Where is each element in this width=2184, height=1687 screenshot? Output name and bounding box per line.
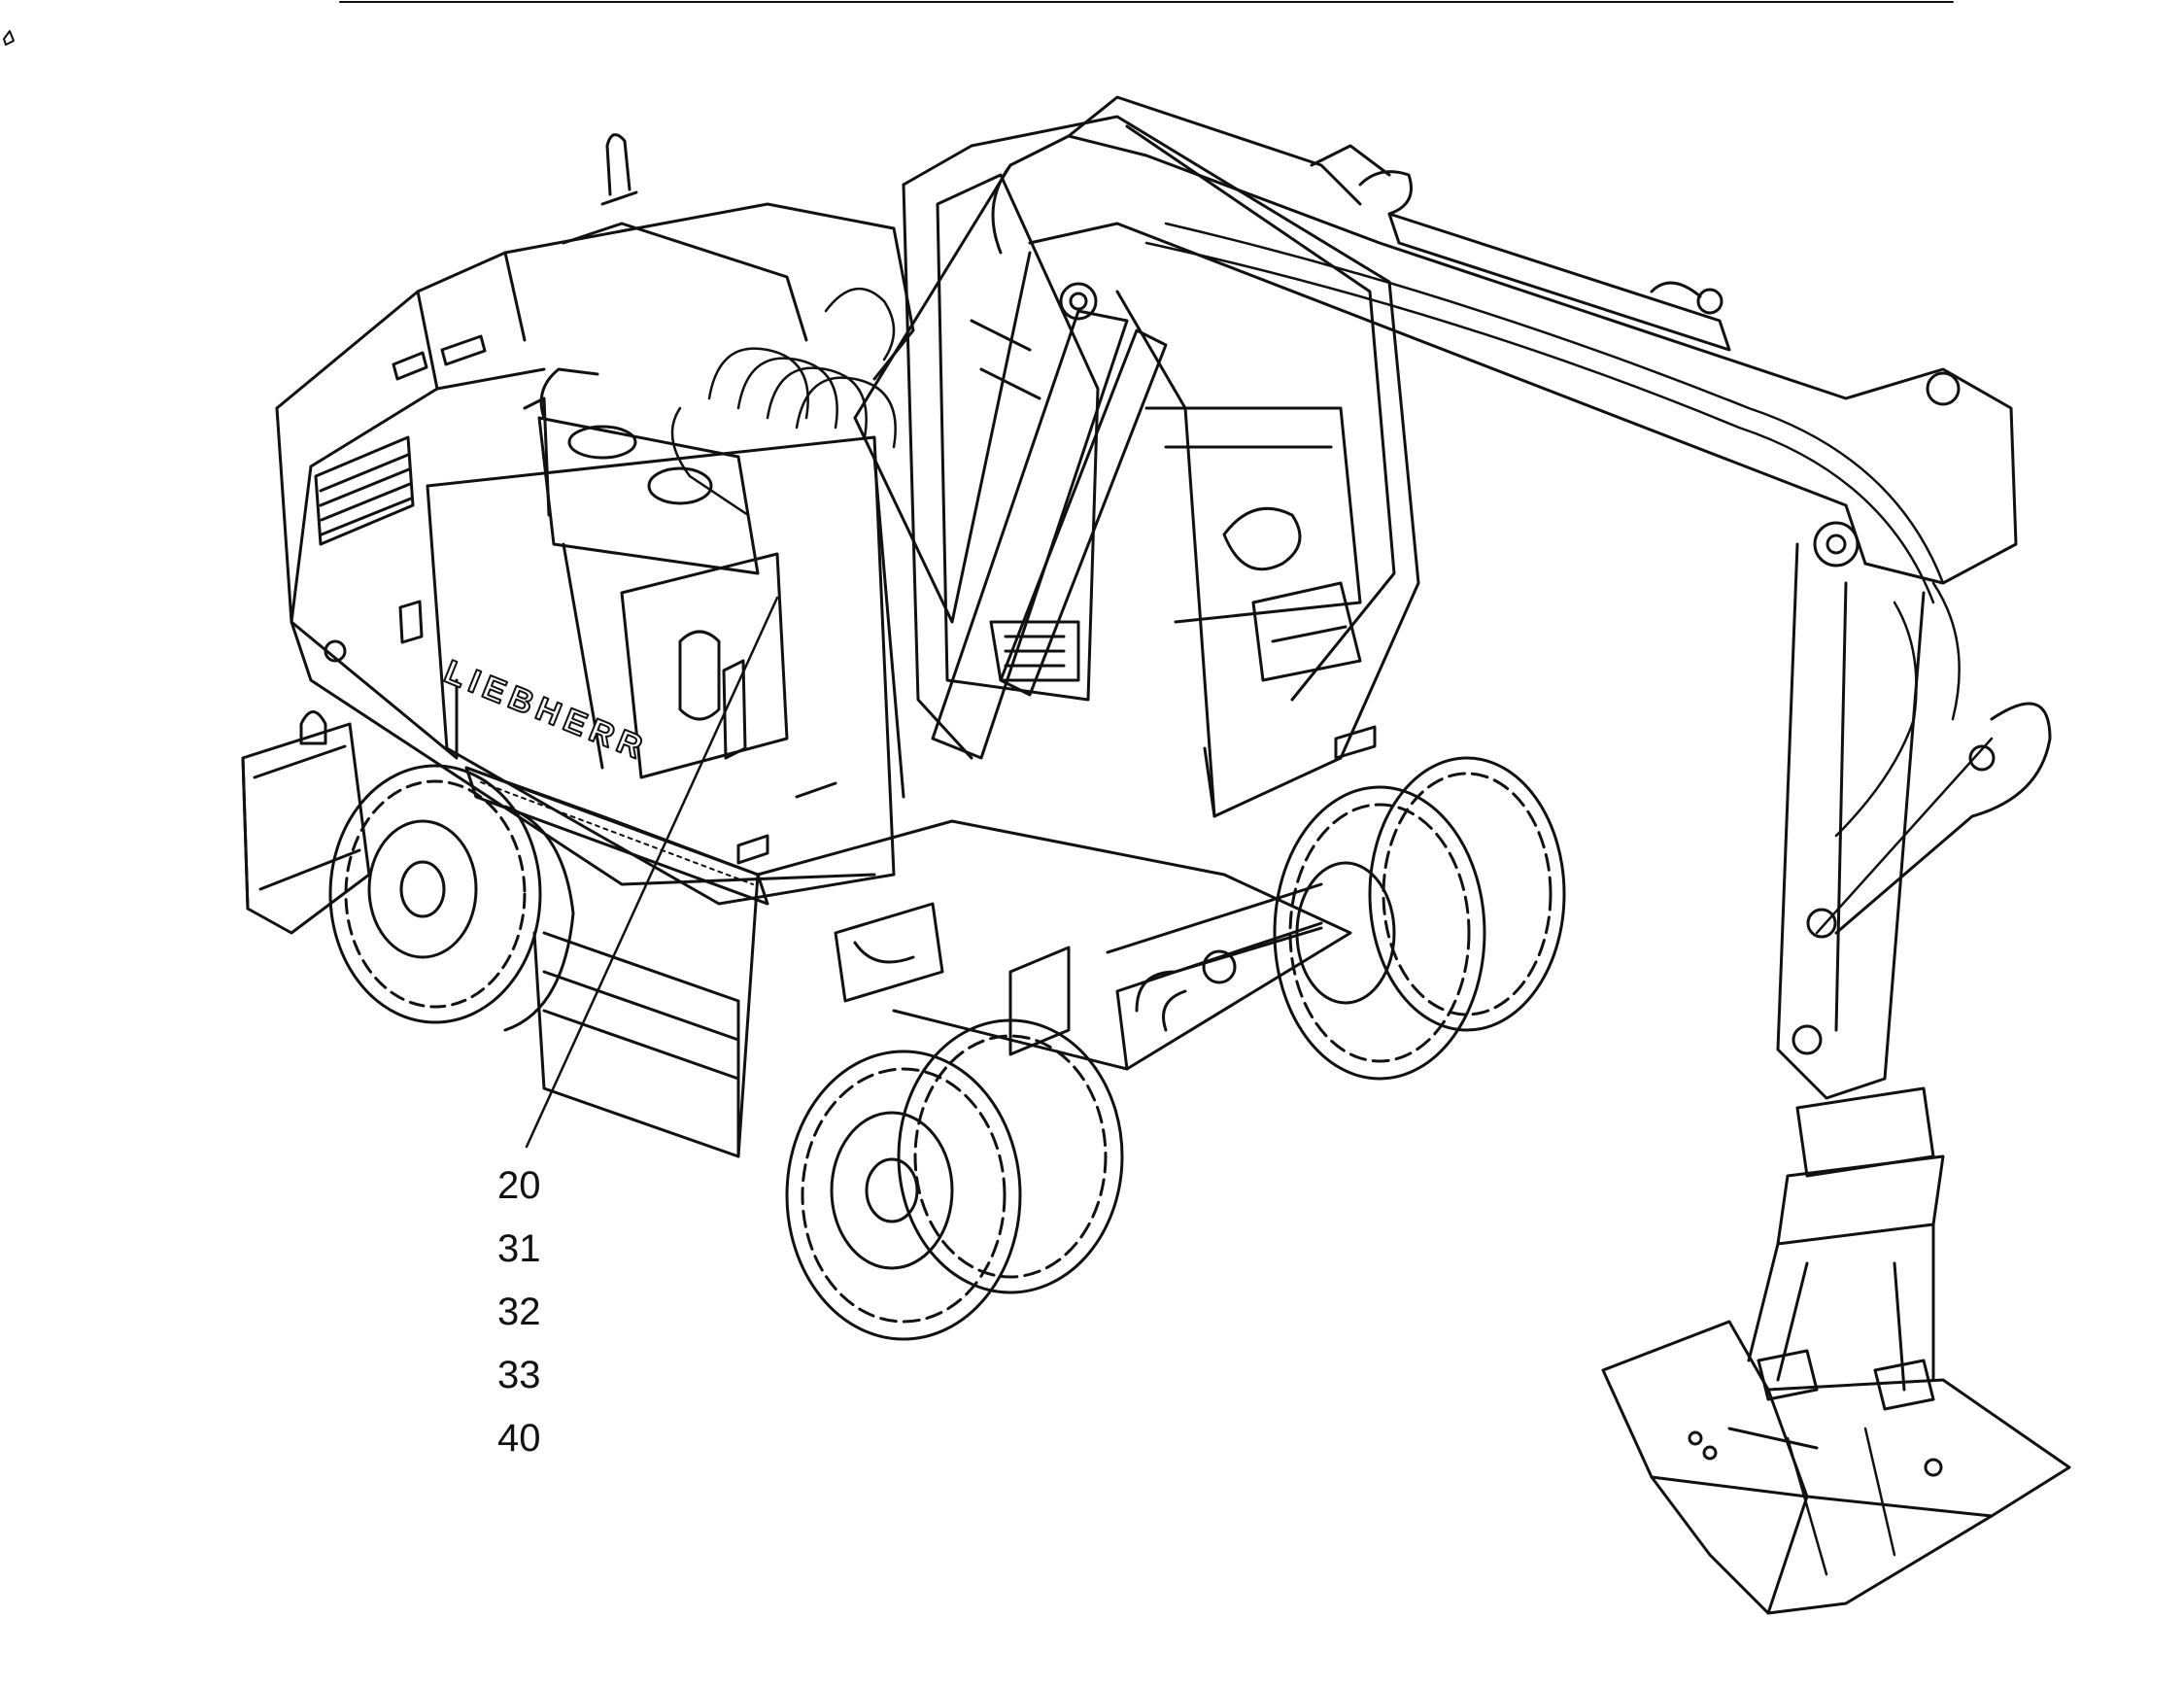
chassis xyxy=(464,766,1352,1158)
engine-housing xyxy=(275,133,915,886)
callout-20: 20 xyxy=(497,1164,541,1207)
hydraulic-hoses xyxy=(670,287,897,517)
callout-31: 31 xyxy=(497,1227,541,1270)
side-panel xyxy=(426,435,896,906)
rear-left-wheel-pair xyxy=(785,1018,1124,1341)
callout-leader-line xyxy=(525,596,779,1149)
callout-list: 20 31 32 33 40 xyxy=(497,1159,604,1475)
callout-40: 40 xyxy=(497,1417,541,1460)
clamshell-grab xyxy=(1601,1086,2071,1615)
brand-text: LIEBHERR xyxy=(439,653,653,768)
boom xyxy=(853,95,2018,799)
dipper-arm xyxy=(1776,542,2052,1100)
rear-right-wheel-pair xyxy=(1273,756,1566,1081)
operator-cab xyxy=(902,115,1420,818)
callout-33: 33 xyxy=(497,1354,541,1396)
hydraulic-tank xyxy=(523,367,760,575)
scan-mark xyxy=(3,30,15,46)
front-left-wheel xyxy=(328,764,575,1032)
callout-32: 32 xyxy=(497,1291,541,1333)
dozer-blade xyxy=(241,710,371,935)
